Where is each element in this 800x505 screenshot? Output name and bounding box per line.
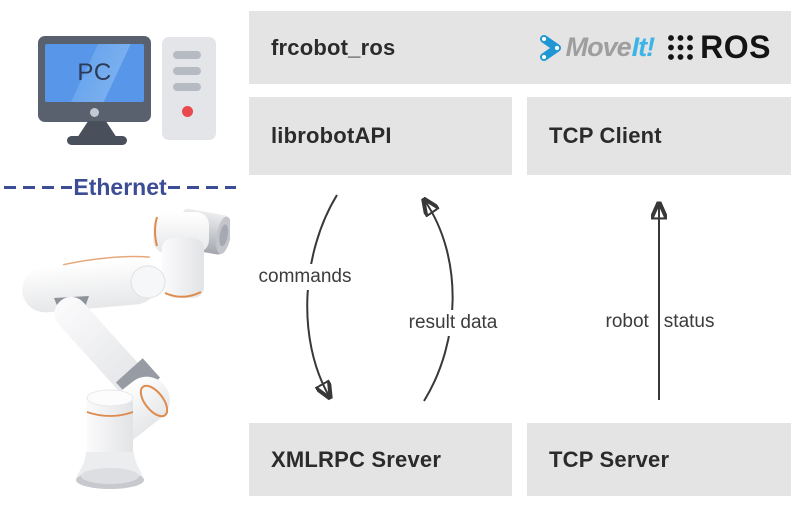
moveit-chevron-icon (539, 34, 561, 61)
result-data-label: result data (402, 310, 504, 336)
tower-vent-slot (173, 67, 201, 75)
robot-arm-illustration (22, 208, 230, 489)
robot-status-label: robot status (604, 309, 716, 335)
node-tcp-server: TCP Server (527, 423, 791, 496)
node-tcp-client: TCP Client (527, 97, 791, 175)
monitor-stand-base (67, 136, 127, 145)
monitor-button (90, 108, 99, 117)
robot-status-word1: robot (604, 309, 650, 335)
page-title: frcobot_ros (271, 34, 396, 60)
moveit-text: Move (565, 32, 632, 62)
tower-vent-slot (173, 51, 201, 59)
node-xmlrpc-server: XMLRPC Srever (249, 423, 512, 496)
moveit-logo: Move It! (537, 32, 655, 63)
ethernet-dashed-line-right (167, 185, 237, 189)
ros-logo: ROS (667, 29, 771, 66)
node-xmlrpc-server-label: XMLRPC Srever (271, 446, 442, 472)
ros-dots-icon (668, 35, 694, 60)
header-bar: frcobot_ros Move It! (249, 11, 791, 84)
pc-illustration: PC (0, 0, 240, 160)
ethernet-dashed-line-left (4, 185, 73, 189)
robot-status-word2: status (662, 309, 716, 335)
commands-arrow (306, 194, 338, 396)
node-librobotapi-label: librobotAPI (271, 123, 392, 148)
logo-group: Move It! ROS (537, 29, 771, 66)
ros-text: ROS (700, 29, 771, 65)
result-data-arrow (424, 201, 454, 402)
monitor-screen: PC (45, 44, 144, 102)
monitor-stand (77, 121, 117, 138)
monitor-icon: PC (38, 36, 151, 122)
tower-vent-slot (173, 83, 201, 91)
pc-label: PC (77, 59, 112, 86)
moveit-it-text: It! (631, 32, 656, 62)
node-librobotapi: librobotAPI (249, 97, 512, 175)
commands-label: commands (252, 264, 358, 290)
node-tcp-server-label: TCP Server (549, 446, 670, 472)
tower-power-light (182, 106, 193, 117)
pc-tower-icon (162, 37, 216, 140)
ethernet-link: Ethernet (4, 173, 237, 200)
ethernet-label: Ethernet (73, 173, 167, 200)
node-tcp-client-label: TCP Client (549, 123, 662, 148)
